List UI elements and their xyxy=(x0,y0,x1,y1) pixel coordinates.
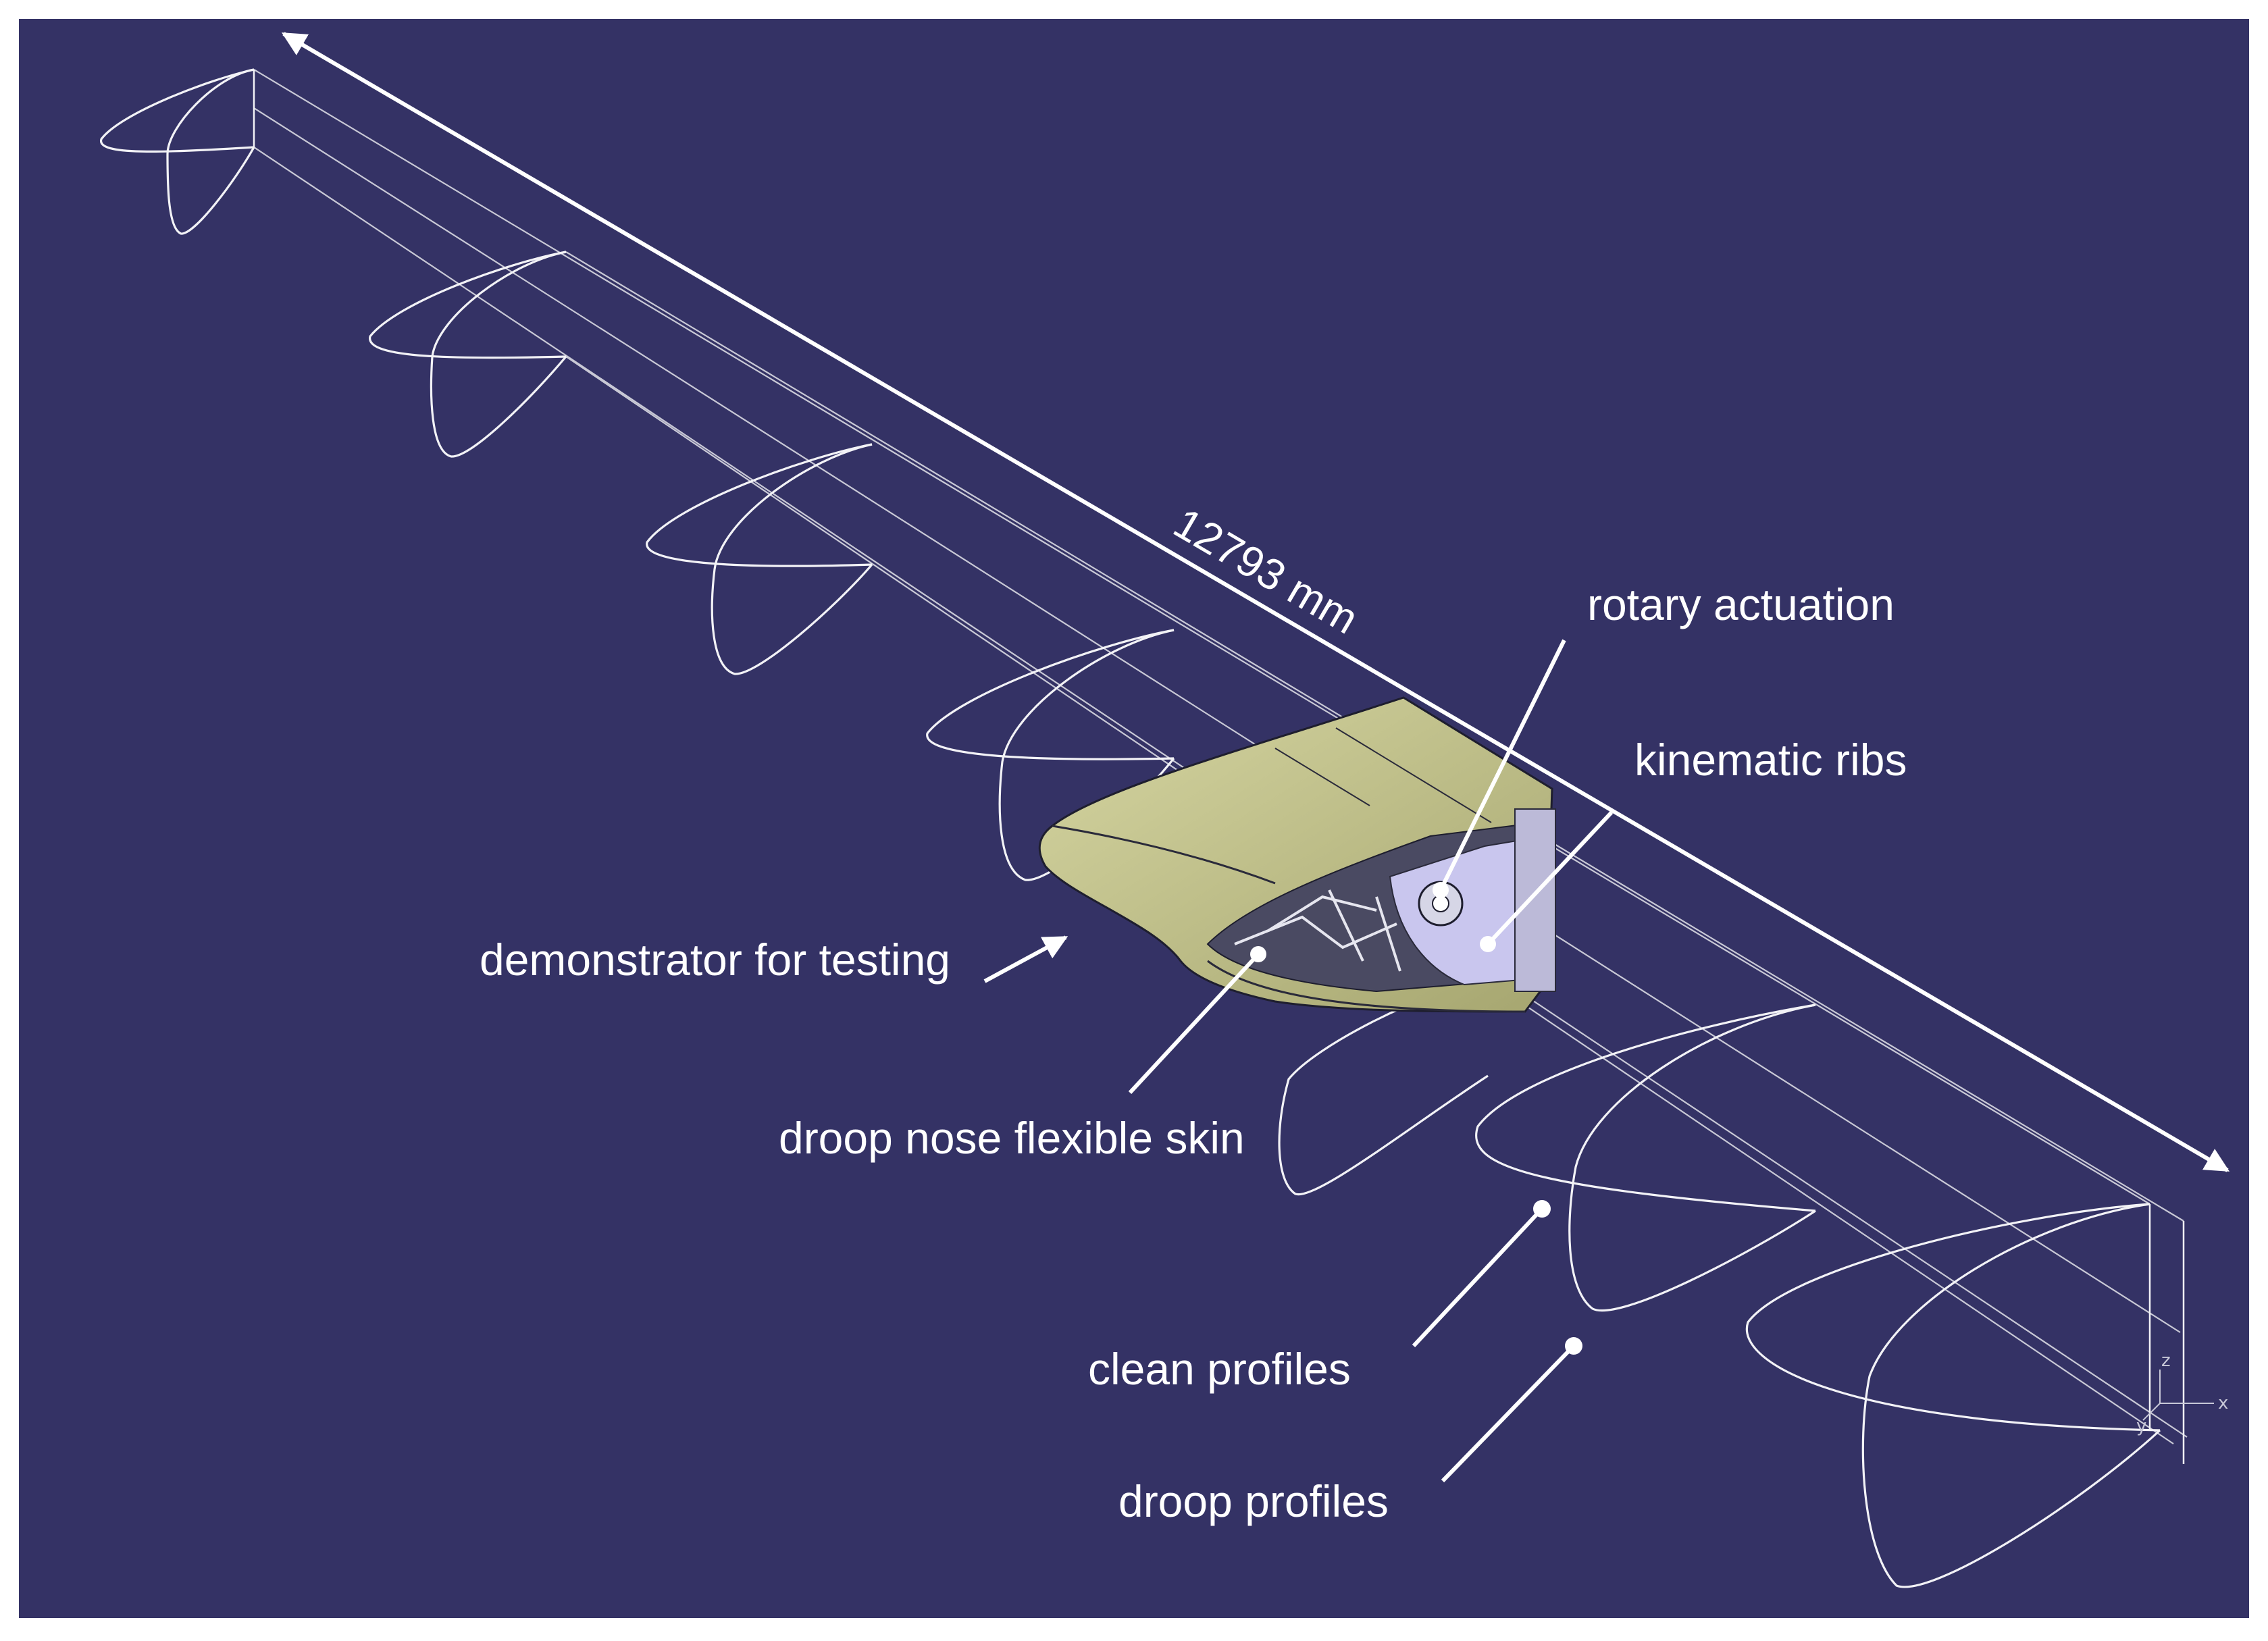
axis-z-label: z xyxy=(2161,1351,2171,1371)
axis-triad xyxy=(2142,1370,2214,1421)
droop-profile-7 xyxy=(1861,1203,2161,1588)
axis-y-line xyxy=(2142,1403,2161,1421)
leader-lines xyxy=(983,639,1614,1483)
label-droop-profiles: droop profiles xyxy=(1118,1476,1389,1526)
leader-droop-profiles xyxy=(1441,1344,1576,1483)
leader-clean-profiles xyxy=(1412,1207,1544,1348)
wing-diagram: z x y 12793 mm rotary actuation kinemati… xyxy=(19,19,2249,1618)
clean-profile-1 xyxy=(100,68,255,153)
label-demonstrator: demonstrator for testing xyxy=(480,935,950,985)
clean-profile-7 xyxy=(1745,1203,2161,1432)
leader-droop-nose-skin xyxy=(1128,952,1260,1095)
end-plate xyxy=(1514,808,1556,992)
axis-x-label: x xyxy=(2218,1393,2228,1413)
label-droop-nose-skin: droop nose flexible skin xyxy=(779,1113,1245,1163)
leader-demonstrator xyxy=(983,935,1068,983)
label-clean-profiles: clean profiles xyxy=(1088,1344,1351,1394)
dot-droop-profiles xyxy=(1565,1337,1582,1355)
span-dimension-arrow xyxy=(281,32,2230,1172)
dot-kinematic-ribs xyxy=(1480,936,1496,952)
dot-droop-nose-skin xyxy=(1250,946,1266,962)
dot-rotary-actuation xyxy=(1433,882,1449,898)
leader-rotary-actuation xyxy=(1439,639,1566,891)
leader-dots xyxy=(1250,882,1582,1355)
label-kinematic-ribs: kinematic ribs xyxy=(1634,735,1907,785)
droop-profile-1 xyxy=(166,68,255,235)
label-rotary-actuation: rotary actuation xyxy=(1587,579,1895,629)
dot-clean-profiles xyxy=(1533,1200,1551,1218)
axis-y-label: y xyxy=(2136,1416,2146,1436)
leader-kinematic-ribs xyxy=(1486,810,1614,946)
